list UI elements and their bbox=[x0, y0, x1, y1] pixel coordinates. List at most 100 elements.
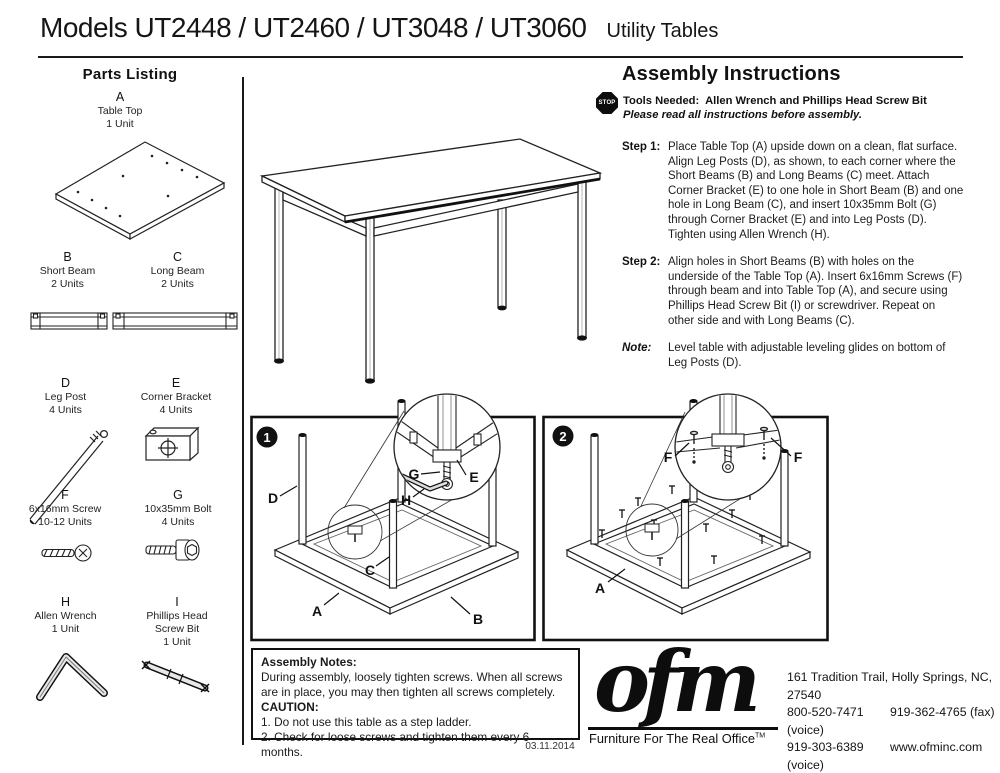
part-e-name: Corner Bracket bbox=[140, 391, 212, 403]
part-f-qty: 10-12 Units bbox=[38, 516, 92, 528]
part-a-qty: 1 Unit bbox=[106, 118, 134, 130]
caution-item-2: 2. Check for loose screws and tighten th… bbox=[261, 730, 530, 759]
part-a-name: Table Top bbox=[97, 105, 143, 117]
step-1-text: Place Table Top (A) upside down on a cle… bbox=[668, 141, 964, 241]
long-beam-illustration bbox=[112, 312, 238, 330]
leg-post-illustration bbox=[29, 430, 108, 525]
assembly-instructions-heading: Assembly Instructions bbox=[622, 63, 841, 85]
contact-block: 161 Tradition Trail, Holly Springs, NC, … bbox=[787, 669, 1000, 773]
part-i-name2: Screw Bit bbox=[154, 623, 200, 635]
part-e-key: E bbox=[171, 376, 181, 390]
diagram-1-label-b: B bbox=[473, 611, 483, 627]
bolt-illustration bbox=[145, 539, 200, 561]
step-1: Step 1: Place Table Top (A) upside down … bbox=[622, 140, 974, 242]
part-a-key: A bbox=[115, 90, 125, 104]
part-d-caption: D Leg Post 4 Units bbox=[13, 376, 118, 417]
ofm-logo-underline bbox=[588, 727, 778, 730]
diagram-1-number: 1 bbox=[263, 430, 270, 445]
ofm-tagline-text: Furniture For The Real Office bbox=[589, 731, 755, 746]
diagram-2-number: 2 bbox=[559, 429, 566, 444]
assembly-notes-heading: Assembly Notes: bbox=[261, 655, 357, 669]
assembled-table-illustration bbox=[259, 138, 603, 384]
part-b-key: B bbox=[63, 250, 72, 264]
stop-icon: STOP bbox=[596, 92, 618, 114]
parts-listing-heading: Parts Listing bbox=[82, 66, 178, 83]
part-h-key: H bbox=[60, 595, 71, 609]
table-top-illustration bbox=[54, 141, 226, 240]
part-c-qty: 2 Units bbox=[161, 278, 194, 290]
assembly-notes-line2: are in place, you may then tighten all s… bbox=[261, 685, 556, 699]
diagram-1-label-g: G bbox=[409, 466, 420, 482]
short-beam-illustration bbox=[30, 312, 108, 330]
title-divider bbox=[38, 56, 963, 58]
part-b-caption: B Short Beam 2 Units bbox=[15, 250, 120, 291]
caution-item-1: 1. Do not use this table as a step ladde… bbox=[261, 715, 472, 729]
part-i-qty: 1 Unit bbox=[163, 636, 191, 648]
part-g-name: 10x35mm Bolt bbox=[144, 503, 212, 515]
document-date: 03.11.2014 bbox=[525, 741, 575, 752]
tools-needed-text: Allen Wrench and Phillips Head Screw Bit bbox=[705, 95, 927, 107]
contact-website: www.ofminc.com bbox=[890, 740, 983, 755]
note-row: Note: Level table with adjustable leveli… bbox=[622, 341, 974, 370]
step-2-label: Step 2: bbox=[622, 256, 661, 269]
trademark-symbol: TM bbox=[754, 732, 766, 740]
part-f-caption: F 6x16mm Screw 10-12 Units bbox=[10, 488, 120, 529]
step-1-label: Step 1: bbox=[622, 141, 661, 153]
part-i-name: Phillips Head bbox=[146, 610, 208, 622]
steps-block: Step 1: Place Table Top (A) upside down … bbox=[622, 140, 974, 383]
corner-bracket-illustration bbox=[144, 426, 200, 462]
contact-fax: 919-362-4765 (fax) bbox=[890, 705, 995, 720]
part-h-name: Allen Wrench bbox=[34, 610, 97, 622]
diagram-1-label-a: A bbox=[312, 603, 322, 619]
part-g-caption: G 10x35mm Bolt 4 Units bbox=[122, 488, 234, 529]
diagram-2-label-f-right: F bbox=[794, 449, 803, 465]
diagram-2-label-f-left: F bbox=[664, 449, 673, 465]
caution-heading: CAUTION: bbox=[261, 700, 319, 714]
part-b-qty: 2 Units bbox=[51, 278, 84, 290]
diagram-1-label-d: D bbox=[268, 490, 278, 506]
phillips-bit-illustration bbox=[141, 660, 210, 693]
contact-address: 161 Tradition Trail, Holly Springs, NC, … bbox=[787, 670, 993, 702]
part-e-qty: 4 Units bbox=[159, 404, 193, 416]
contact-phone-1: 800-520-7471 (voice) bbox=[787, 705, 864, 737]
part-e-caption: E Corner Bracket 4 Units bbox=[120, 376, 232, 417]
diagram-1-label-c: C bbox=[365, 562, 375, 578]
contact-phone-2: 919-303-6389 (voice) bbox=[787, 740, 864, 772]
assembly-notes-box: Assembly Notes: During assembly, loosely… bbox=[251, 648, 580, 759]
part-c-key: C bbox=[172, 250, 183, 264]
title-models: Models UT2448 / UT2460 / UT3048 / UT3060 bbox=[40, 12, 587, 43]
part-c-name: Long Beam bbox=[150, 265, 205, 277]
screw-illustration bbox=[41, 544, 92, 562]
part-f-name: 6x16mm Screw bbox=[28, 503, 102, 515]
part-f-key: F bbox=[61, 488, 69, 502]
part-d-name: Leg Post bbox=[44, 391, 87, 403]
ofm-tagline: Furniture For The Real OfficeTM bbox=[589, 731, 765, 746]
column-divider bbox=[242, 77, 244, 745]
note-text: Level table with adjustable leveling gli… bbox=[668, 342, 946, 369]
tools-needed-line: Tools Needed: Allen Wrench and Phillips … bbox=[623, 95, 975, 107]
diagram-1-label-h: H bbox=[401, 492, 411, 508]
allen-wrench-illustration bbox=[36, 653, 108, 701]
step-2-text: Align holes in Short Beams (B) with hole… bbox=[668, 256, 963, 327]
read-instructions-note: Please read all instructions before asse… bbox=[623, 109, 862, 121]
title-product: Utility Tables bbox=[606, 20, 719, 42]
part-h-qty: 1 Unit bbox=[51, 623, 80, 635]
diagram-1-label-e: E bbox=[469, 469, 478, 485]
ofm-logo: ofm bbox=[594, 632, 761, 731]
part-d-key: D bbox=[60, 376, 71, 390]
note-label: Note: bbox=[622, 342, 652, 355]
part-d-qty: 4 Units bbox=[49, 404, 82, 416]
part-i-caption: I Phillips Head Screw Bit 1 Unit bbox=[122, 595, 232, 649]
diagram-step1: 1 D C A B G E H bbox=[250, 393, 536, 642]
part-h-caption: H Allen Wrench 1 Unit bbox=[13, 595, 118, 636]
part-c-caption: C Long Beam 2 Units bbox=[120, 250, 235, 291]
assembly-notes-line1: During assembly, loosely tighten screws.… bbox=[261, 670, 563, 684]
part-g-qty: 4 Units bbox=[161, 516, 195, 528]
tools-needed-label: Tools Needed: bbox=[623, 95, 700, 107]
part-b-name: Short Beam bbox=[39, 265, 96, 277]
diagram-step2: 2 F F A bbox=[542, 393, 829, 642]
part-i-key: I bbox=[175, 595, 179, 609]
diagram-2-label-a: A bbox=[595, 580, 605, 596]
part-a-caption: A Table Top 1 Unit bbox=[55, 90, 185, 131]
